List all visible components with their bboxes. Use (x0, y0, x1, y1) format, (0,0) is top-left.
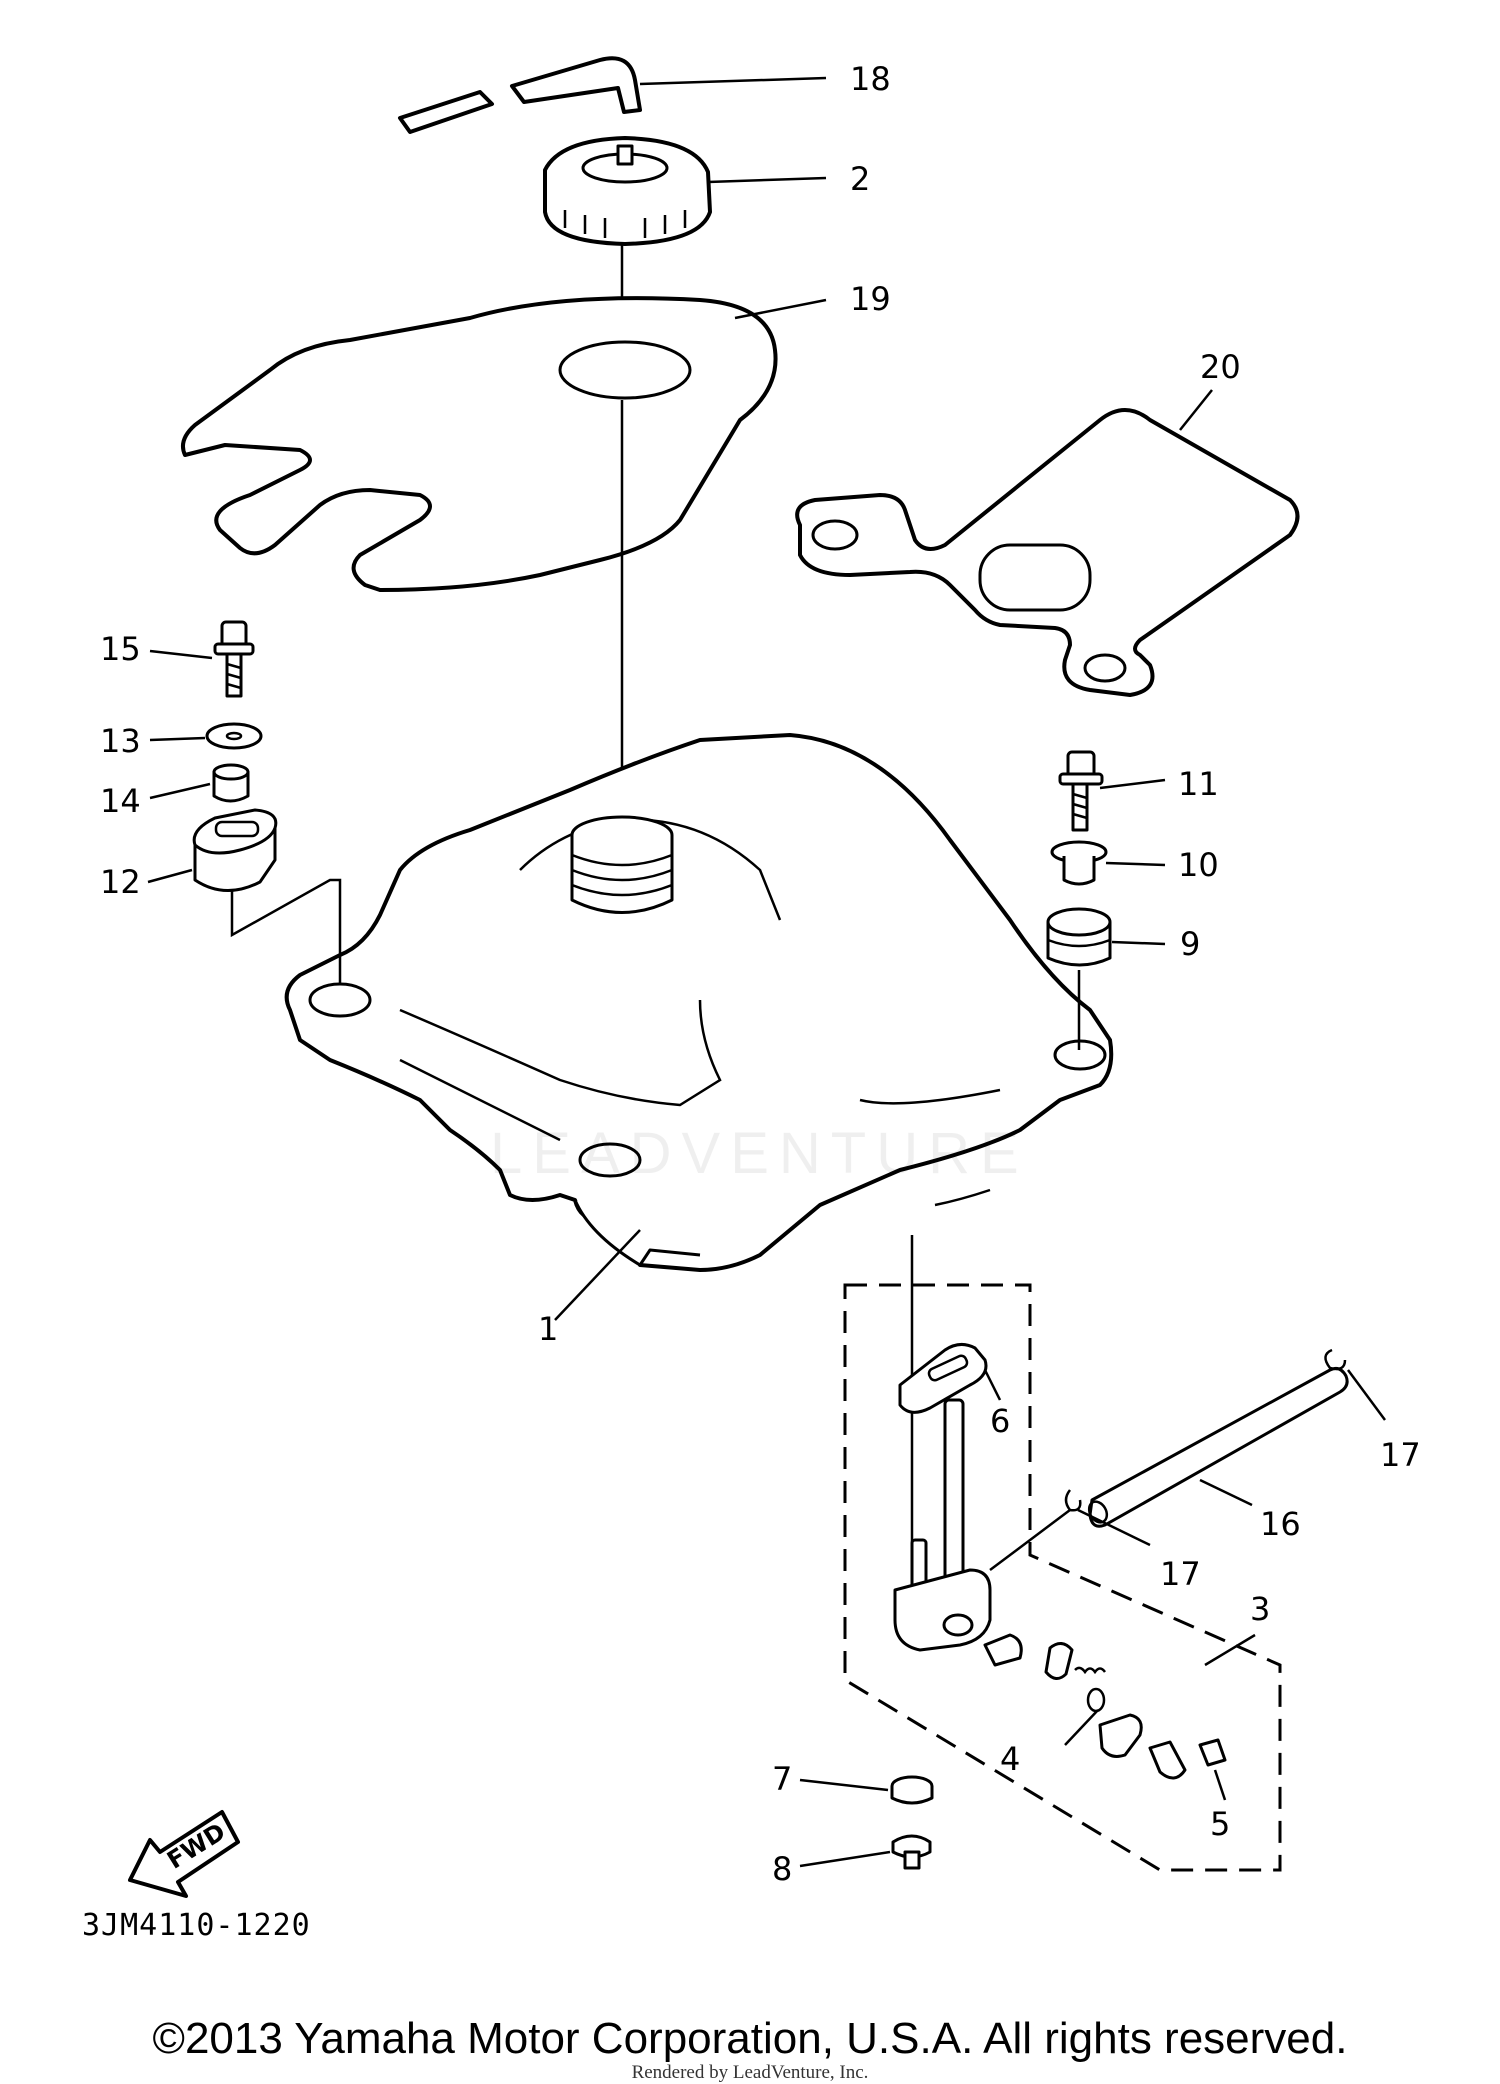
leader-11 (1099, 778, 1166, 790)
callout-3: 3 (1250, 1590, 1270, 1628)
watermark-logo: LEADVENTURE (490, 1121, 1029, 1186)
fwd-arrow-icon: FWD (128, 1810, 240, 1898)
callout-6: 6 (990, 1402, 1010, 1440)
part-17-clip-upper[interactable] (1324, 1348, 1347, 1371)
leader-2 (707, 176, 827, 184)
part-18-breather-hose[interactable] (398, 56, 642, 134)
part-8-screw[interactable] (891, 1834, 932, 1870)
part-11-bolt[interactable] (1058, 750, 1104, 832)
callout-4: 4 (1000, 1740, 1020, 1778)
callout-15: 15 (100, 630, 141, 668)
callout-5: 5 (1210, 1805, 1230, 1843)
part-10-collar[interactable] (1050, 840, 1108, 886)
part-13-washer[interactable] (205, 722, 263, 750)
leader-3 (1204, 1633, 1256, 1667)
leader-12 (147, 868, 193, 884)
leader-10 (1105, 861, 1166, 867)
leader-hose-to-cock (989, 1509, 1071, 1571)
callout-17-lower: 17 (1160, 1555, 1201, 1593)
part-12-damper[interactable] (192, 808, 278, 892)
callout-7: 7 (772, 1760, 792, 1798)
part-17-clip-lower[interactable] (1064, 1489, 1082, 1512)
callout-12: 12 (100, 863, 141, 901)
copyright-notice: ©2013 Yamaha Motor Corporation, U.S.A. A… (152, 2014, 1348, 2063)
callout-19: 19 (850, 280, 891, 318)
callout-20: 20 (1200, 348, 1241, 386)
leader-1 (554, 1229, 641, 1321)
part-16-fuel-hose[interactable] (1086, 1367, 1349, 1528)
callout-10: 10 (1178, 846, 1219, 884)
part-14-collar[interactable] (212, 763, 250, 803)
diagram-part-code: 3JM4110-1220 (82, 1908, 311, 1943)
axis-left-mount (230, 878, 342, 985)
rendered-by-note: Rendered by LeadVenture, Inc. (631, 2062, 869, 2083)
leader-19 (734, 298, 827, 320)
part-19-insulator-sheet[interactable] (181, 296, 778, 592)
part-2-fuel-cap[interactable] (543, 136, 712, 246)
leader-8 (799, 1850, 891, 1868)
part-3-fuel-cock[interactable] (893, 1398, 1227, 1780)
leader-18 (639, 76, 827, 86)
leader-13 (149, 736, 206, 742)
part-6-gasket[interactable] (898, 1343, 988, 1414)
leader-16 (1199, 1478, 1253, 1507)
callout-17-upper: 17 (1380, 1436, 1421, 1474)
assembly-3-outline (843, 1283, 1282, 1872)
callout-14: 14 (100, 782, 141, 820)
part-15-bolt[interactable] (213, 620, 255, 698)
callout-9: 9 (1180, 925, 1200, 963)
leader-4 (1064, 1709, 1099, 1746)
callout-11: 11 (1178, 765, 1219, 803)
part-1-fuel-tank[interactable] (284, 733, 1114, 1272)
leader-17-lower (1077, 1508, 1151, 1547)
callout-13: 13 (100, 722, 141, 760)
leader-15 (149, 649, 213, 660)
leader-14 (149, 782, 211, 800)
callout-18: 18 (850, 60, 891, 98)
leader-7 (799, 1778, 889, 1792)
leader-9 (1111, 940, 1166, 946)
part-7-washer[interactable] (890, 1775, 934, 1805)
callout-2: 2 (850, 160, 870, 198)
leader-6 (983, 1369, 1002, 1401)
callout-1: 1 (538, 1310, 558, 1348)
callout-8: 8 (772, 1850, 792, 1888)
callout-16: 16 (1260, 1505, 1301, 1543)
part-20-plate[interactable] (795, 408, 1300, 697)
part-9-damper[interactable] (1046, 907, 1112, 967)
leader-20 (1179, 389, 1213, 431)
leader-17-upper (1346, 1369, 1387, 1421)
leader-5 (1213, 1769, 1227, 1801)
